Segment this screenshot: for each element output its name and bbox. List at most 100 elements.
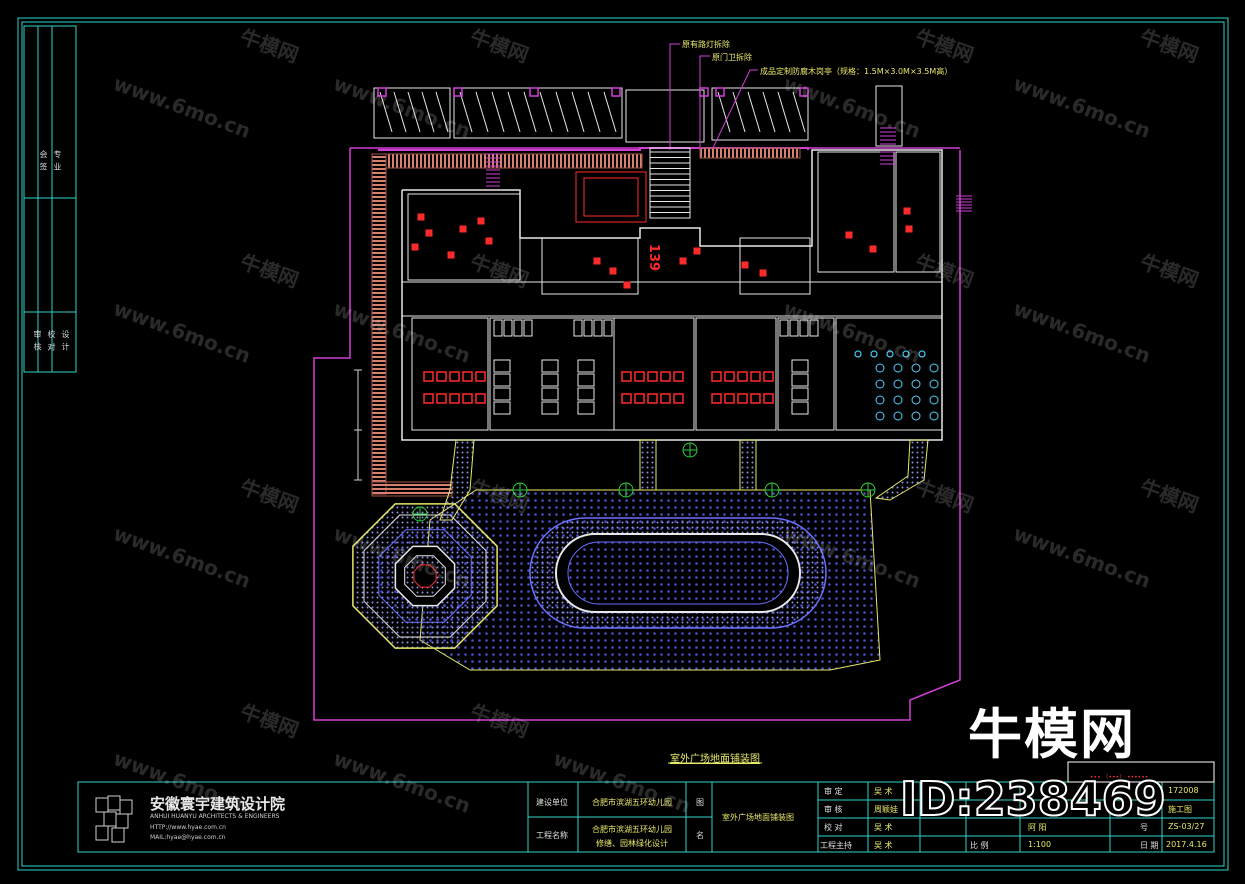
- sidebar-label-design: 设 计: [61, 330, 70, 352]
- toilet-stall: [593, 319, 603, 337]
- row-3-key: 校 对: [824, 823, 843, 832]
- top-structure-hatch: [732, 91, 746, 133]
- figure-label-2: 名: [696, 831, 704, 840]
- row-3-value: 吴 术: [874, 823, 893, 832]
- toilet-stall: [493, 319, 503, 337]
- dining-table: [875, 379, 885, 389]
- client-value: 合肥市滨湖五环幼儿园: [592, 798, 672, 807]
- red-fixture: [609, 267, 617, 275]
- dining-seat: [918, 350, 926, 358]
- dining-table: [911, 363, 921, 373]
- row-2-value: 周颖娃: [874, 805, 898, 814]
- top-structure-hatch: [777, 91, 791, 133]
- octagon-center: [413, 564, 437, 588]
- path-mid2: [739, 439, 757, 491]
- row-3-value2: 阿 阳: [1028, 823, 1047, 832]
- toilet-stall: [493, 401, 511, 415]
- table-icon: [423, 393, 434, 404]
- table-icon: [621, 393, 632, 404]
- row-4-value: 吴 术: [874, 841, 893, 850]
- table-icon: [462, 371, 473, 382]
- toilet-stall: [493, 387, 511, 401]
- table-icon: [763, 371, 774, 382]
- toilet-stall: [809, 319, 819, 337]
- table-icon: [647, 371, 658, 382]
- toilet-stall: [791, 401, 809, 415]
- top-structure-left: [373, 87, 451, 139]
- toilet-stall: [577, 359, 595, 373]
- red-note: ••• （•••） ••••••: [1090, 774, 1149, 781]
- red-fixture: [459, 225, 467, 233]
- toilet-stall: [791, 359, 809, 373]
- deck-top-right: [699, 147, 801, 159]
- row-4-key2: 比 例: [970, 841, 989, 850]
- dining-table: [875, 411, 885, 421]
- red-fixture: [759, 269, 767, 277]
- octagon-ring-1: [363, 514, 487, 638]
- table-icon: [475, 393, 486, 404]
- toilet-stall: [541, 401, 559, 415]
- dining-seat: [902, 350, 910, 358]
- table-icon: [763, 393, 774, 404]
- main-stair: [649, 147, 691, 219]
- dining-table: [911, 379, 921, 389]
- company-name: 安徽寰宇建筑设计院: [150, 795, 286, 813]
- top-structure-hatch: [507, 91, 521, 133]
- toilet-stall: [577, 373, 595, 387]
- post-marker: [529, 87, 539, 97]
- top-structure-hatch: [603, 91, 617, 133]
- red-fixture: [845, 231, 853, 239]
- top-structure-hatch: [379, 91, 393, 133]
- dining-seat: [886, 350, 894, 358]
- pool-inner: [583, 177, 639, 217]
- dining-table: [929, 363, 939, 373]
- client-label: 建设单位: [536, 798, 568, 807]
- toilet-stall: [603, 319, 613, 337]
- post-marker: [799, 87, 809, 97]
- row-3-key3: 号: [1140, 823, 1148, 832]
- table-icon: [475, 371, 486, 382]
- watermark-id: ID:238469: [899, 771, 1167, 827]
- table-icon: [621, 371, 632, 382]
- table-icon: [423, 371, 434, 382]
- top-structure-hatch: [435, 91, 449, 133]
- room-kitchen: [817, 151, 895, 273]
- toilet-stall: [791, 387, 809, 401]
- red-fixture: [593, 257, 601, 265]
- annotation-remove-lamp: 原有路灯拆除: [682, 40, 730, 49]
- red-fixture: [411, 243, 419, 251]
- table-icon: [673, 393, 684, 404]
- deck-top: [385, 153, 643, 169]
- red-fixture: [447, 251, 455, 259]
- top-structure-hatch: [792, 91, 806, 133]
- dining-table: [929, 379, 939, 389]
- logo-block: [95, 825, 109, 841]
- top-wall: [378, 147, 809, 151]
- toilet-stall: [577, 401, 595, 415]
- project-value-2: 修缮、园林绿化设计: [596, 839, 668, 848]
- toilet-stall: [583, 319, 593, 337]
- company-website: HTTP://www.hyae.com.cn: [150, 824, 226, 831]
- row-3-extra: ZS-03/27: [1168, 822, 1205, 831]
- table-icon: [724, 371, 735, 382]
- top-structure-hatch: [393, 91, 407, 133]
- table-icon: [436, 371, 447, 382]
- row-4-key: 工程主持: [820, 841, 852, 850]
- table-icon: [647, 393, 658, 404]
- logo-block: [119, 799, 133, 815]
- table-icon: [449, 393, 460, 404]
- table-icon: [436, 393, 447, 404]
- table-icon: [724, 393, 735, 404]
- inner-frame: [21, 21, 1225, 867]
- room-number: 139: [646, 243, 662, 272]
- row-2-key: 审 核: [824, 805, 843, 814]
- path-left: [439, 439, 475, 521]
- leader-line: [699, 55, 710, 150]
- classroom: [777, 317, 835, 431]
- red-fixture: [679, 257, 687, 265]
- toilet-stall: [779, 319, 789, 337]
- row-1-value: 吴 术: [874, 787, 893, 796]
- room-top-left: [407, 193, 521, 281]
- path-mid: [639, 439, 657, 491]
- leader-line: [711, 69, 758, 151]
